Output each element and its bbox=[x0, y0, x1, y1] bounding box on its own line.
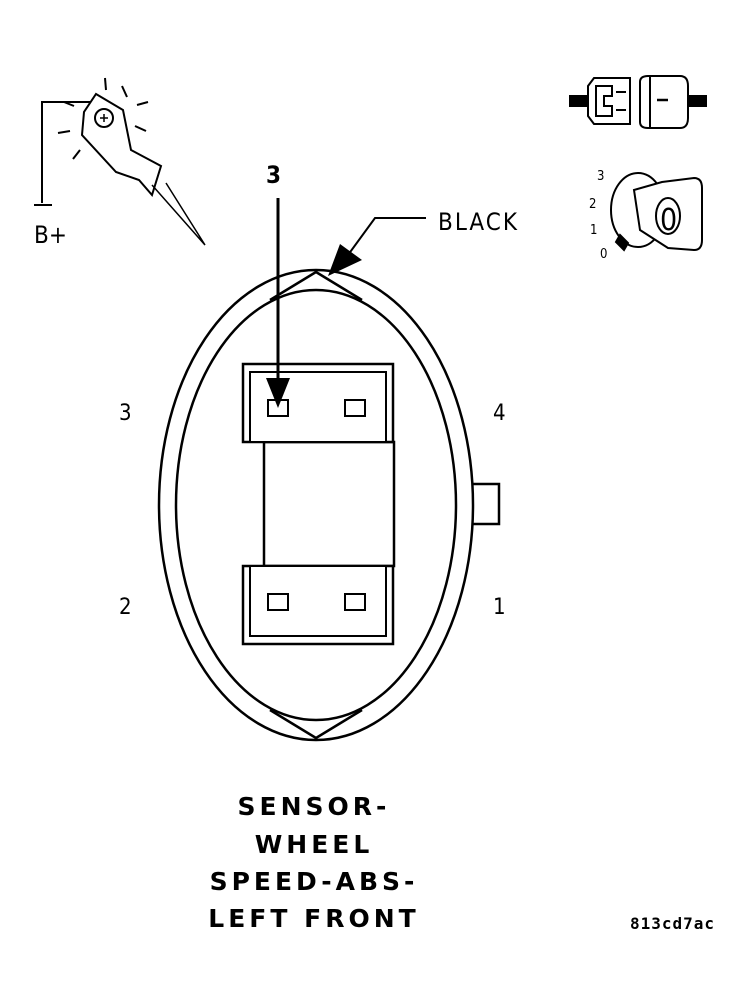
lower-pin-block bbox=[241, 564, 395, 646]
title-line-4: LEFT FRONT bbox=[208, 904, 420, 933]
title-line-1: SENSOR- bbox=[237, 792, 391, 821]
connector-color-label: BLACK bbox=[438, 208, 519, 236]
ignition-key-label: 0 bbox=[660, 203, 677, 238]
pointer-pin-label: 3 bbox=[266, 161, 281, 189]
pin-pointer-arrow bbox=[266, 198, 290, 408]
supply-label: B+ bbox=[34, 221, 67, 249]
terminal-1 bbox=[344, 593, 366, 611]
title-line-3: SPEED-ABS- bbox=[209, 867, 419, 896]
pin-label-2: 2 bbox=[119, 595, 132, 620]
title-line-2: WHEEL bbox=[254, 830, 374, 859]
pin-label-1: 1 bbox=[493, 595, 506, 620]
terminal-4 bbox=[344, 399, 366, 417]
connector-separated-icon bbox=[569, 75, 707, 129]
terminal-2 bbox=[267, 593, 289, 611]
test-light-probe-icon bbox=[34, 77, 206, 246]
upper-pin-block bbox=[241, 362, 395, 444]
ignition-position-3: 3 bbox=[597, 169, 604, 184]
connector-body bbox=[157, 268, 501, 742]
ignition-position-1: 1 bbox=[590, 223, 597, 238]
pin-label-3: 3 bbox=[119, 401, 132, 426]
figure-id: 813cd7ac bbox=[630, 914, 716, 933]
ignition-position-0: 0 bbox=[600, 247, 607, 262]
pin-label-4: 4 bbox=[493, 401, 506, 426]
ignition-position-2: 2 bbox=[589, 197, 596, 212]
ignition-key-switch-icon bbox=[610, 172, 703, 252]
color-callout-leader bbox=[328, 217, 426, 276]
